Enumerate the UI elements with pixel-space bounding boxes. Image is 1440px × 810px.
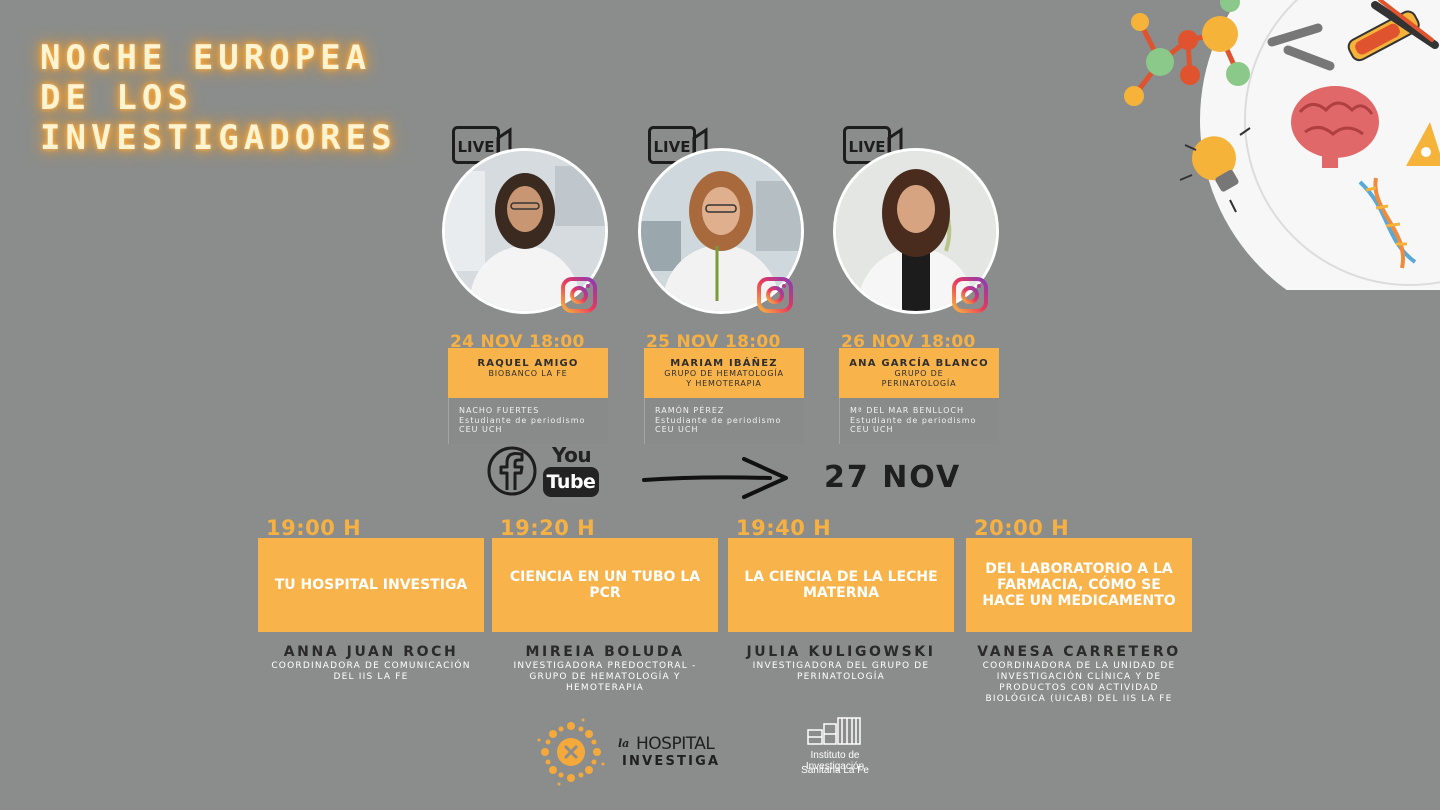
interviewer-info: Mª DEL MAR BENLLOCH Estudiante de period… [839,398,999,444]
session-speaker-role: COORDINADORA DE LA UNIDAD DE INVESTIGACI… [982,661,1176,704]
session-4: 20:00 H DEL LABORATORIO A LA FARMACIA, C… [966,516,1192,706]
session-title-box: DEL LABORATORIO A LA FARMACIA, CÓMO SE H… [966,538,1192,632]
session-title-box: TU HOSPITAL INVESTIGA [258,538,484,632]
interviewer-name: Mª DEL MAR BENLLOCH [850,406,964,415]
session-time: 19:20 H [500,516,596,540]
interviewer-org: CEU UCH [850,425,894,434]
live-label: LIVE [849,138,886,156]
researcher-name-box: RAQUEL AMIGO BIOBANCO LA FE [448,348,608,398]
iis-logo-line-1: Instituto de Investigación [805,750,865,772]
session-title: DEL LABORATORIO A LA FARMACIA, CÓMO SE H… [982,561,1176,609]
session-date: 26 NOV 18:00 [841,332,976,352]
session-speaker: ANNA JUAN ROCH [283,644,459,660]
session-speaker-role: INVESTIGADORA DEL GRUPO DE PERINATOLOGÍA [752,661,930,682]
session-time: 20:00 H [974,516,1070,540]
live-label: LIVE [458,138,495,156]
session-1: 19:00 H TU HOSPITAL INVESTIGA ANNA JUAN … [258,516,484,706]
youtube-tube-label[interactable]: Tube [543,467,599,497]
session-time: 19:00 H [266,516,362,540]
session-title: TU HOSPITAL INVESTIGA [274,577,468,593]
interviewer-role: Estudiante de periodismo [459,415,586,425]
hospital-logo-main: HOSPITAL [636,734,715,754]
session-time: 19:40 H [736,516,832,540]
researcher-name: ANA GARCÍA BLANCO [849,358,989,369]
instagram-icon[interactable] [756,276,794,314]
session-2: 19:20 H CIENCIA EN UN TUBO LA PCR MIREIA… [492,516,718,706]
session-title-box: LA CIENCIA DE LA LECHE MATERNA [728,538,954,632]
interviewer-info: NACHO FUERTES Estudiante de periodismo C… [448,398,608,444]
interviewer-name: NACHO FUERTES [459,406,540,415]
iis-building-logo [807,717,861,745]
researcher-group: GRUPO DE [894,369,944,378]
researcher-group-2: Y HEMOTERAPIA [686,379,762,388]
title-line-2: DE LOS [40,78,193,118]
session-speaker-role: INVESTIGADORA PREDOCTORAL - GRUPO DE HEM… [513,661,697,693]
interviewer-org: CEU UCH [459,425,503,434]
session-speaker: VANESA CARRETERO [977,644,1181,660]
researcher-name: MARIAM IBÁÑEZ [670,358,778,369]
live-session-card-1: LIVE 24 NOV 18:00 RAQUEL AMIGO BIOBANCO … [442,126,642,444]
researcher-name-box: MARIAM IBÁÑEZ GRUPO DE HEMATOLOGÍA Y HEM… [644,348,804,398]
title-line-1: NOCHE EUROPEA [40,38,372,78]
session-date: 25 NOV 18:00 [646,332,781,352]
researcher-name: RAQUEL AMIGO [477,358,579,369]
session-speaker: JULIA KULIGOWSKI [746,644,936,660]
hospital-logo-prefix: la [618,737,630,750]
researcher-name-box: ANA GARCÍA BLANCO GRUPO DE PERINATOLOGÍA [839,348,999,398]
hospital-logo-sub: INVESTIGA [622,754,721,769]
arrow-right-icon [642,457,788,499]
event-date: 27 NOV [824,460,962,495]
science-illustration [1124,0,1440,290]
interviewer-org: CEU UCH [655,425,699,434]
session-title: LA CIENCIA DE LA LECHE MATERNA [744,569,938,601]
live-session-card-3: LIVE 26 NOV 18:00 ANA GARCÍA BLANCO GRUP… [833,126,1033,444]
page-title: NOCHE EUROPEA DE LOS INVESTIGADORES [40,38,397,158]
iis-logo-line-2: Sanitaria La Fe [801,765,869,776]
session-title: CIENCIA EN UN TUBO LA PCR [509,569,701,601]
session-title-box: CIENCIA EN UN TUBO LA PCR [492,538,718,632]
researcher-photo [442,148,608,314]
session-speaker: MIREIA BOLUDA [525,644,685,660]
interviewer-role: Estudiante de periodismo [655,415,782,425]
interviewer-name: RAMÓN PÉREZ [655,406,725,415]
hospital-investiga-logo-mark [537,718,605,786]
youtube-icon[interactable]: You [552,443,592,467]
instagram-icon[interactable] [951,276,989,314]
live-session-card-2: LIVE 25 NOV 18:00 MARIAM IBÁÑEZ GRUPO DE… [638,126,838,444]
live-label: LIVE [654,138,691,156]
instagram-icon[interactable] [560,276,598,314]
title-line-3: INVESTIGADORES [40,118,397,158]
session-date: 24 NOV 18:00 [450,332,585,352]
researcher-group: GRUPO DE HEMATOLOGÍA [664,369,784,378]
interviewer-info: RAMÓN PÉREZ Estudiante de periodismo CEU… [644,398,804,444]
session-3: 19:40 H LA CIENCIA DE LA LECHE MATERNA J… [728,516,954,706]
researcher-group-2: PERINATOLOGÍA [881,379,957,388]
researcher-photo [638,148,804,314]
session-speaker-role: COORDINADORA DE COMUNICACIÓN DEL IIS LA … [271,661,471,682]
researcher-group: BIOBANCO LA FE [488,369,568,378]
facebook-icon[interactable] [487,446,537,496]
interviewer-role: Estudiante de periodismo [850,415,977,425]
